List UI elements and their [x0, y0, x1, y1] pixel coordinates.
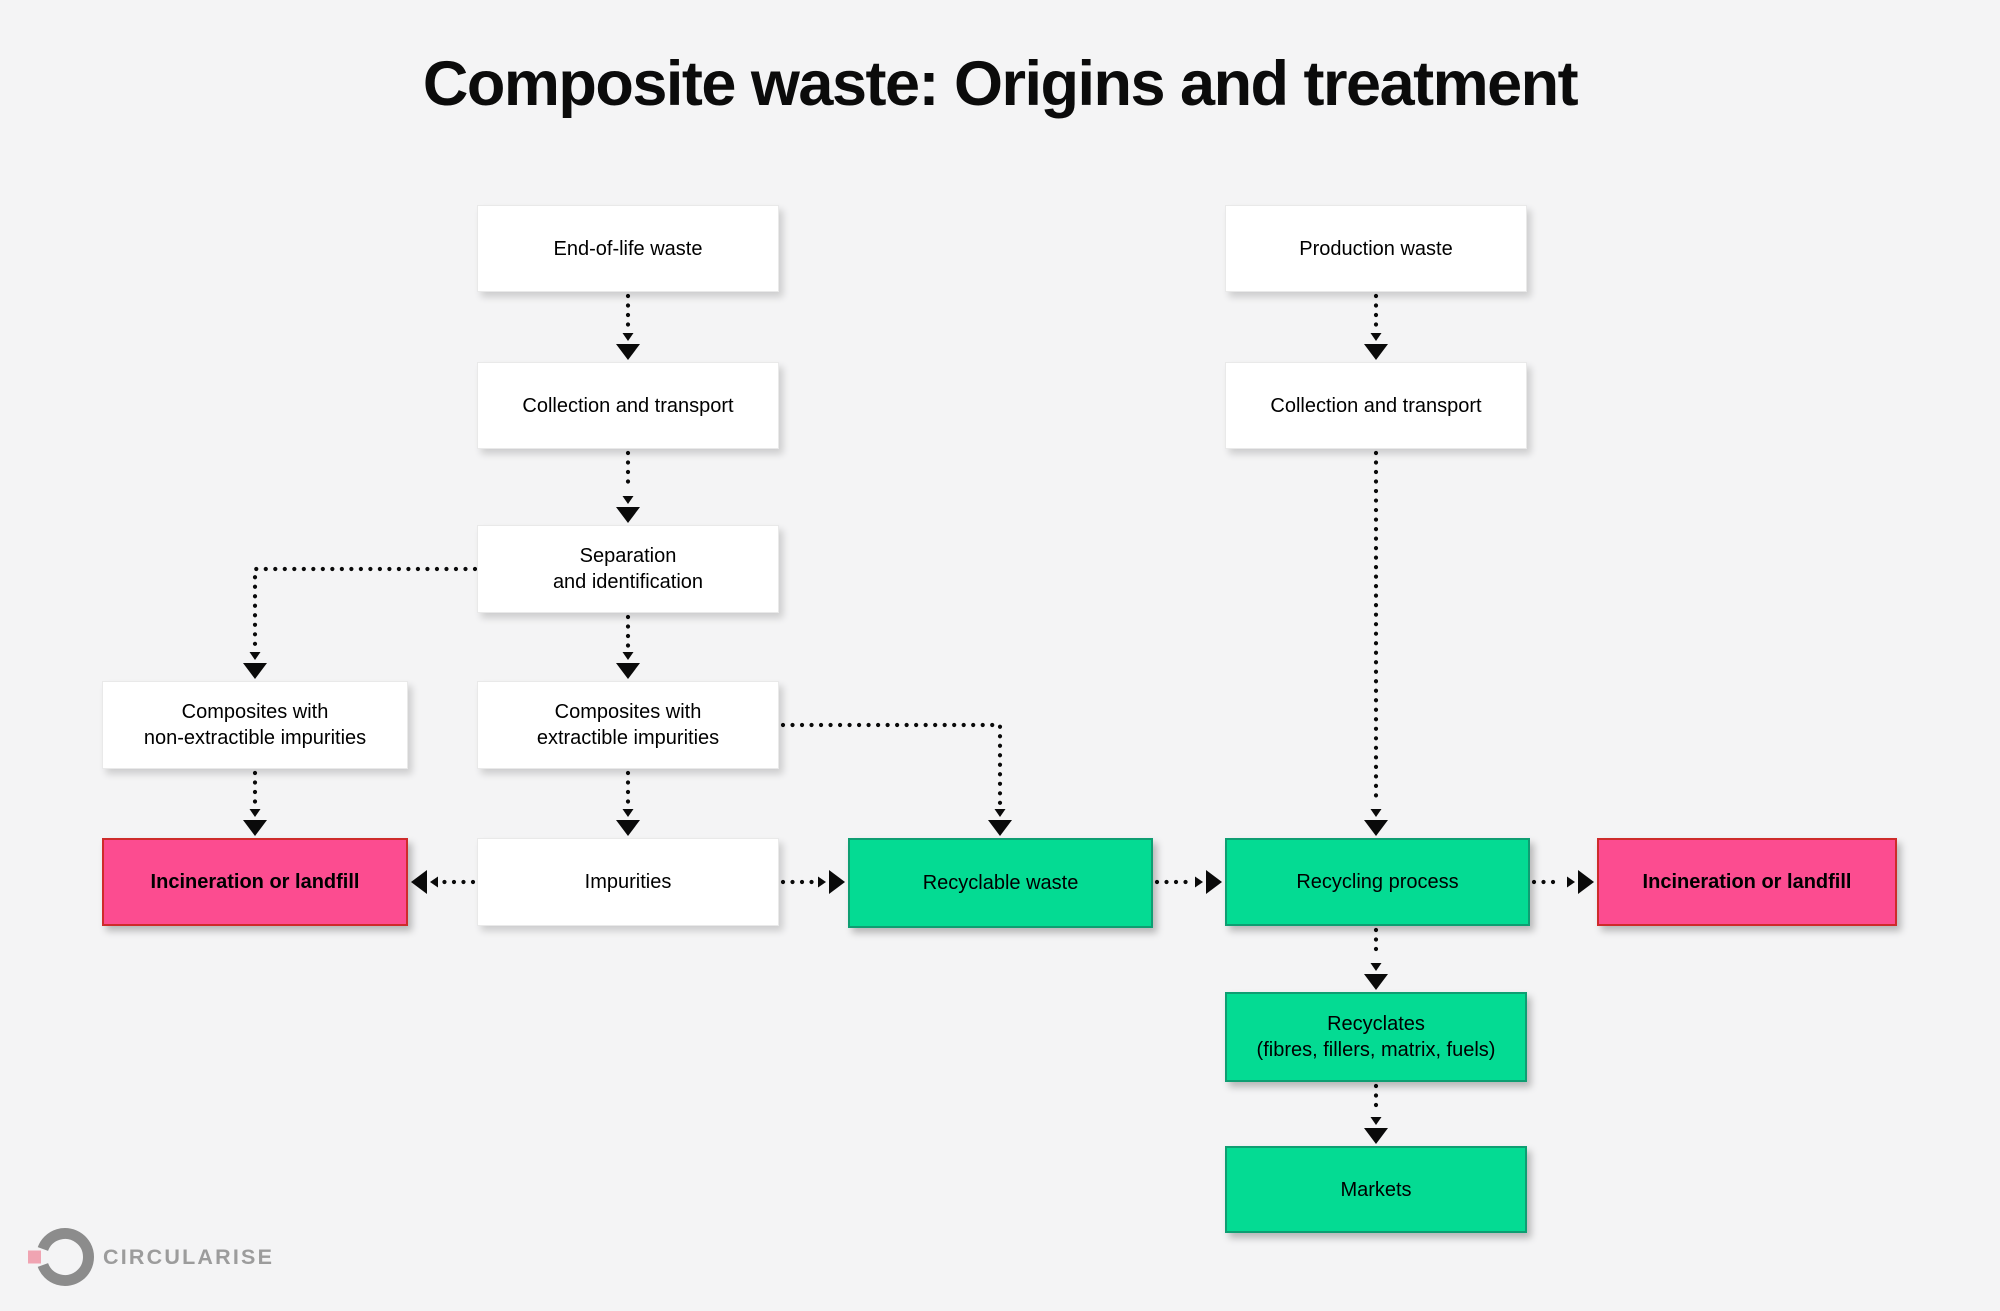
node-label: Composites with extractible impurities	[536, 701, 720, 749]
arrow-separation_identification-to-composites_extractible	[616, 614, 640, 679]
node-recyclates: Recyclates (fibres, fillers, matrix, fue…	[1225, 992, 1527, 1082]
node-end-of-life-waste: End-of-life waste	[477, 205, 779, 292]
arrow-collection_transport_left-to-separation_identification	[616, 450, 640, 523]
page-title: Composite waste: Origins and treatment	[422, 49, 1579, 119]
node-label: Recycling process	[1296, 871, 1459, 893]
arrow-composites_non_extractible-to-incineration_landfill_left	[243, 770, 267, 836]
node-label: Markets	[1340, 1178, 1412, 1201]
arrow-composites_extractible-to-impurities	[616, 770, 640, 836]
node-collection-and-transport-right: Collection and transport	[1225, 362, 1527, 449]
logo-pink-square-icon	[28, 1250, 41, 1264]
arrow-composites_extractible-to-recyclable_waste	[780, 722, 1012, 836]
node-composites-non-extractible-impurities: Composites with non-extractible impuriti…	[102, 681, 408, 769]
node-label: Incineration or landfill	[150, 871, 360, 893]
node-separation-and-identification: Separation and identification	[477, 525, 779, 613]
arrow-recycling_process-to-incineration_landfill_right	[1531, 870, 1594, 894]
node-composites-extractible-impurities: Composites with extractible impurities	[477, 681, 779, 769]
node-production-waste: Production waste	[1225, 205, 1527, 292]
arrow-impurities-to-incineration_landfill_left	[411, 870, 476, 894]
arrow-recyclates-to-markets	[1364, 1083, 1388, 1144]
node-label: End-of-life waste	[553, 237, 703, 260]
logo-wordmark: CIRCULARISE	[103, 1245, 275, 1269]
node-label: Production waste	[1299, 237, 1453, 260]
arrow-collection_transport_right-to-recycling_process	[1364, 450, 1388, 836]
node-collection-and-transport-left: Collection and transport	[477, 362, 779, 449]
node-markets: Markets	[1225, 1146, 1527, 1233]
node-label: Separation and identification	[552, 545, 704, 593]
arrow-recycling_process-to-recyclates	[1364, 927, 1388, 990]
node-label: Recyclable waste	[922, 872, 1079, 894]
node-incineration-or-landfill-right: Incineration or landfill	[1597, 838, 1897, 926]
node-label: Impurities	[584, 871, 672, 893]
arrow-recyclable_waste-to-recycling_process	[1154, 870, 1222, 894]
node-label: Incineration or landfill	[1642, 871, 1852, 893]
node-label: Collection and transport	[522, 394, 734, 417]
node-recycling-process: Recycling process	[1225, 838, 1530, 926]
arrow-impurities-to-recyclable_waste	[780, 870, 845, 894]
node-recyclable-waste: Recyclable waste	[848, 838, 1153, 928]
node-incineration-or-landfill-left: Incineration or landfill	[102, 838, 408, 926]
logo-ring-icon	[37, 1228, 94, 1286]
node-label: Collection and transport	[1270, 394, 1482, 417]
arrow-end_of_life-to-collection_transport_left	[616, 293, 640, 360]
arrow-separation_identification-to-composites_non_extractible	[243, 566, 478, 679]
node-impurities: Impurities	[477, 838, 779, 926]
arrow-production_waste-to-collection_transport_right	[1364, 293, 1388, 360]
node-label: Recyclates (fibres, fillers, matrix, fue…	[1256, 1013, 1496, 1061]
node-label: Composites with non-extractible impuriti…	[143, 701, 367, 749]
